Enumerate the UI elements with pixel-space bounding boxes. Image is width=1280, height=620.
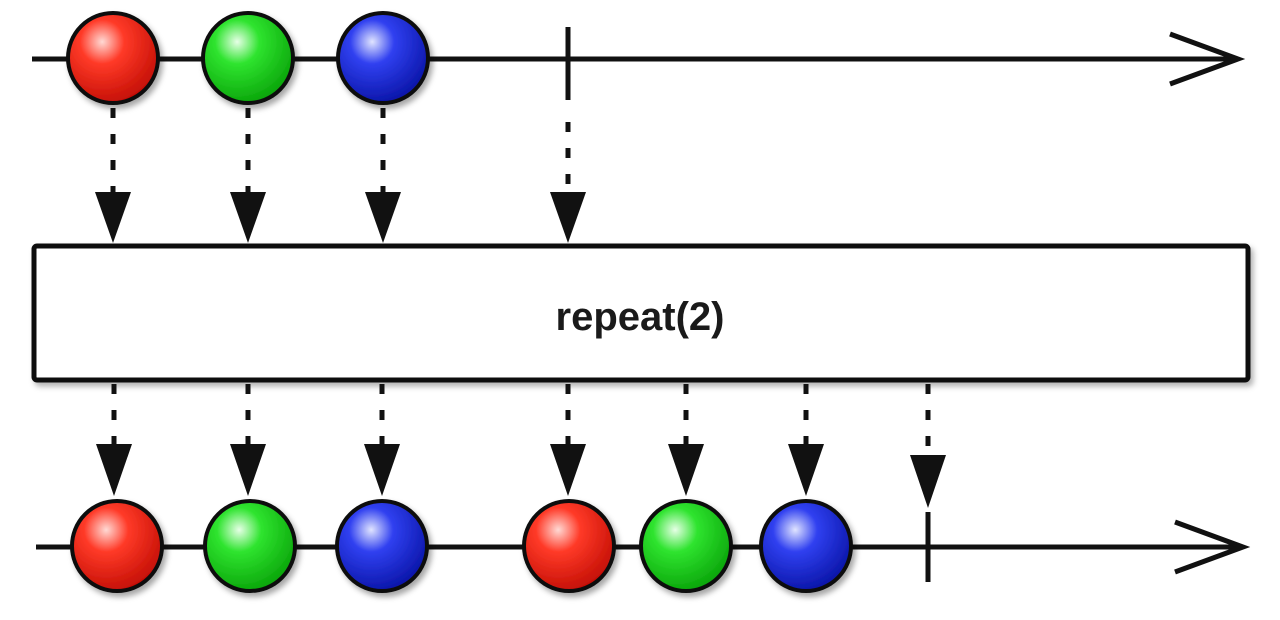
result-axis-arrowhead xyxy=(1174,519,1251,575)
operator-label: repeat(2) xyxy=(556,295,725,339)
input-arrow xyxy=(550,122,586,243)
input-arrows xyxy=(95,108,586,243)
source-timeline xyxy=(32,11,1246,105)
source-marble-red xyxy=(66,11,160,105)
input-arrow xyxy=(95,108,131,243)
result-marble-blue xyxy=(335,499,429,593)
output-arrow xyxy=(910,384,946,508)
result-marble-red xyxy=(70,499,164,593)
source-marble-blue xyxy=(336,11,430,105)
output-arrow xyxy=(668,384,704,496)
operator-box: repeat(2) xyxy=(31,243,1251,383)
input-arrow xyxy=(230,108,266,243)
result-marble-red xyxy=(522,499,616,593)
input-arrow xyxy=(365,108,401,243)
result-marble-blue xyxy=(759,499,853,593)
output-arrow xyxy=(788,384,824,496)
result-marble-green xyxy=(203,499,297,593)
output-arrow xyxy=(550,384,586,496)
operator-box-frame xyxy=(31,243,1251,383)
source-axis-arrowhead xyxy=(1169,31,1246,87)
result-timeline xyxy=(36,499,1251,593)
result-marble-green xyxy=(639,499,733,593)
source-marble-green xyxy=(201,11,295,105)
output-arrow xyxy=(230,384,266,496)
output-arrow xyxy=(364,384,400,496)
output-arrows xyxy=(96,384,946,508)
output-arrow xyxy=(96,384,132,496)
